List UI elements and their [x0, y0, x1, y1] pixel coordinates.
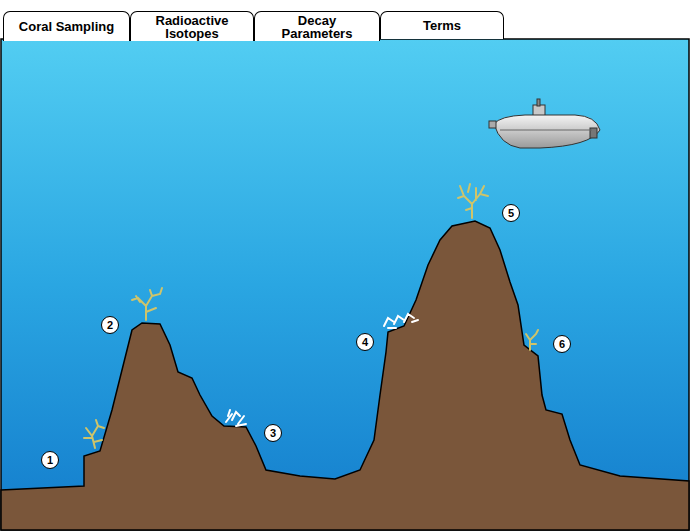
callout-number: 3: [264, 424, 282, 442]
callout-text: 2: [107, 319, 113, 331]
submarine: [489, 99, 600, 148]
callout-number: 4: [356, 333, 374, 351]
tab-label: Coral Sampling: [19, 20, 114, 33]
dead-coral: [226, 314, 418, 426]
tab-button: Decay Parameters: [254, 11, 380, 41]
water: [1, 39, 689, 530]
tab-button: Radioactive Isotopes: [130, 11, 254, 41]
callout-text: 4: [362, 336, 368, 348]
callout-number: 1: [41, 451, 59, 469]
callout-text: 3: [270, 427, 276, 439]
tab-button: Terms: [380, 11, 504, 39]
callout-text: 5: [508, 207, 514, 219]
tab-label: Decay Parameters: [261, 14, 373, 40]
callout-number: 6: [553, 335, 571, 353]
tab-button: Coral Sampling: [3, 11, 130, 41]
tab-label: Radioactive Isotopes: [137, 14, 247, 40]
callout-text: 1: [47, 454, 53, 466]
seafloor-terrain: [1, 221, 689, 530]
callout-number: 5: [502, 204, 520, 222]
tab-label: Terms: [423, 19, 461, 32]
callout-text: 6: [559, 338, 565, 350]
callout-number: 2: [101, 316, 119, 334]
live-coral: [84, 184, 538, 448]
